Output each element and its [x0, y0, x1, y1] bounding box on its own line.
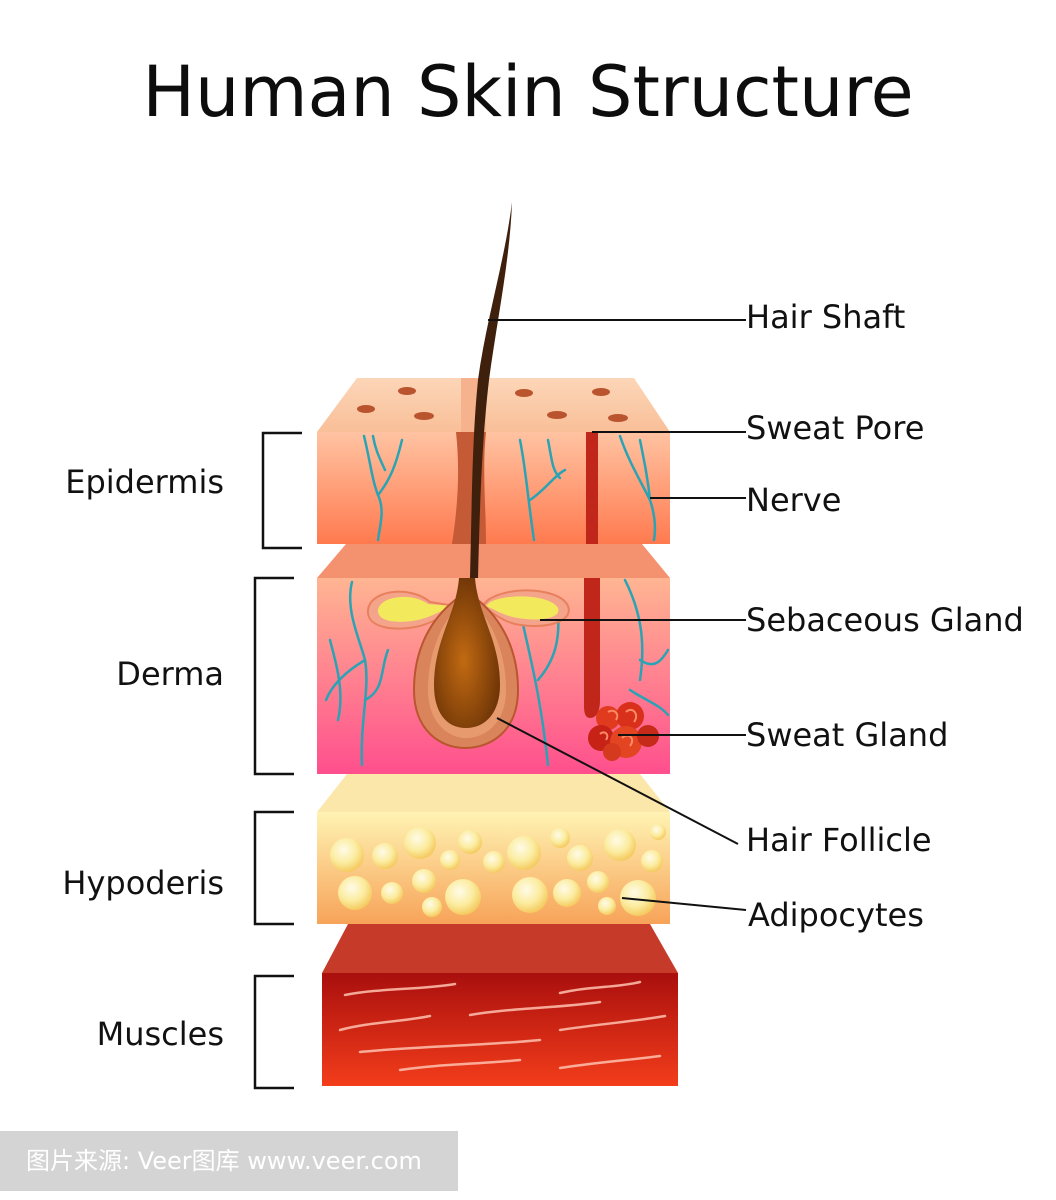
epidermis-layer	[317, 378, 670, 544]
diagram-title: Human Skin Structure	[142, 51, 914, 133]
label-hair-follicle: Hair Follicle	[746, 821, 932, 859]
leader-lines	[488, 319, 747, 911]
epidermis-nerves	[362, 434, 657, 542]
layer-brackets	[253, 431, 302, 1090]
label-muscles: Muscles	[96, 1015, 224, 1053]
label-hypoderis: Hypoderis	[62, 864, 224, 902]
label-derma: Derma	[116, 655, 224, 693]
label-sweat-gland: Sweat Gland	[746, 716, 949, 754]
label-sebaceous-gland: Sebaceous Gland	[746, 601, 1024, 639]
hair-shaft	[470, 202, 512, 578]
hair-follicle	[412, 578, 520, 750]
skin-pores	[357, 387, 628, 422]
label-hair-shaft: Hair Shaft	[746, 298, 906, 336]
watermark-banner: 图片来源: Veer图库 www.veer.com	[0, 1131, 458, 1191]
label-sweat-pore: Sweat Pore	[746, 409, 925, 447]
hypodermis-layer	[317, 774, 670, 924]
sweat-duct	[586, 432, 598, 544]
derma-nerves	[324, 578, 670, 767]
label-adipocytes: Adipocytes	[748, 896, 924, 934]
derma-layer	[317, 544, 670, 774]
label-nerve: Nerve	[746, 481, 842, 519]
label-epidermis: Epidermis	[65, 463, 224, 501]
sebaceous-gland	[366, 589, 570, 630]
muscle-layer	[322, 924, 678, 1086]
adipocyte-cells	[330, 824, 666, 917]
